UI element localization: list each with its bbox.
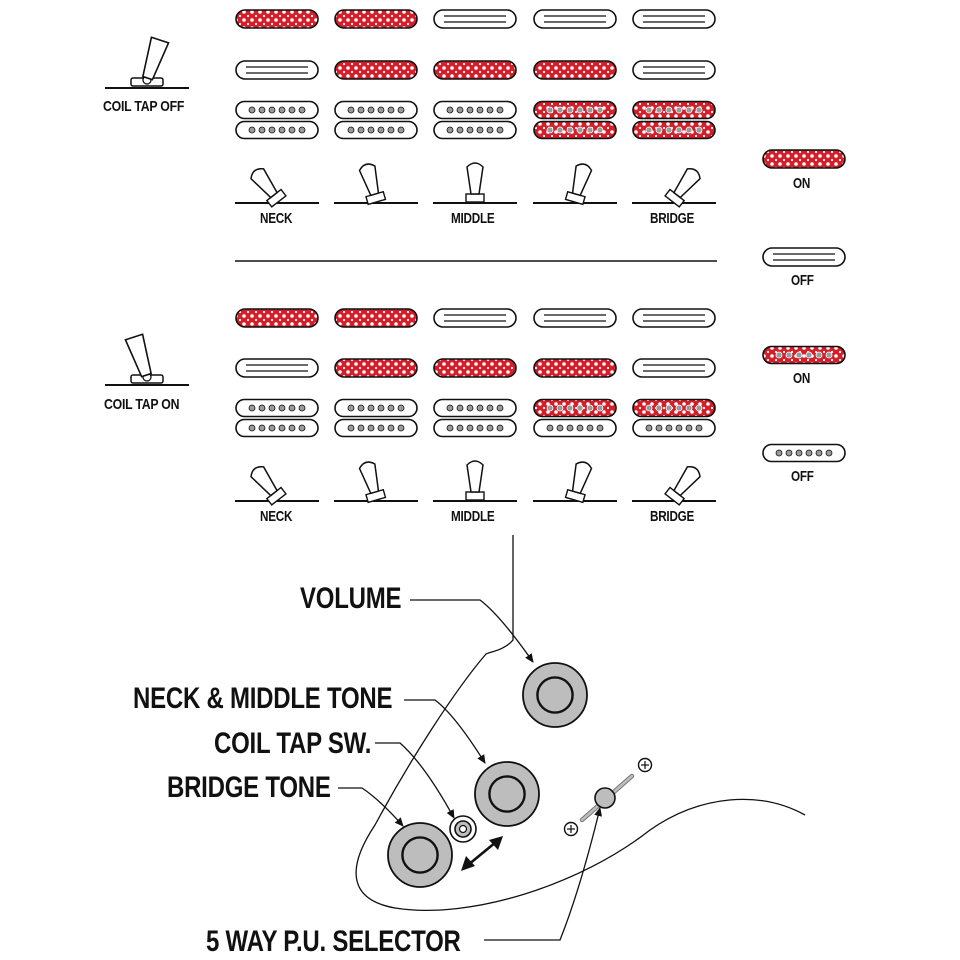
neck-middle-tone-knob <box>474 761 540 827</box>
legend-humbucker-off-label: OFF <box>791 468 814 485</box>
selector-leader-arrow <box>484 807 602 941</box>
coil-tap-on-label: COIL TAP ON <box>104 396 180 413</box>
neck-pickup <box>533 308 617 328</box>
selector-lever-position <box>433 162 517 204</box>
legend-single-off-label: OFF <box>791 272 814 289</box>
middle-pickup <box>235 60 319 80</box>
coil-tap-on-switch-icon <box>105 333 189 386</box>
pickup-table-coil-tap-off <box>235 9 716 208</box>
legend-single-off-swatch <box>762 247 846 267</box>
middle-pickup <box>632 60 716 80</box>
bridge-humbucker-coil <box>334 120 418 140</box>
double-arrow-icon <box>461 836 503 871</box>
middle-pickup <box>433 358 517 378</box>
bridge-humbucker-coil <box>235 398 319 418</box>
volume-knob <box>522 662 588 728</box>
bridge-humbucker-coil <box>334 418 418 438</box>
bridge-humbucker-coil <box>235 120 319 140</box>
legend-single-on-label: ON <box>793 175 811 192</box>
selector-lever-position <box>533 163 617 206</box>
selector-lever-position <box>632 167 716 208</box>
selector-lever-position <box>334 461 418 504</box>
bridge-humbucker-coil <box>433 100 517 120</box>
guitar-body-outline <box>355 535 806 911</box>
coil-tap-switch-label: COIL TAP SW. <box>214 727 372 760</box>
neck-pickup <box>433 9 517 29</box>
bridge-humbucker-coil <box>632 120 716 140</box>
coil-tap-off-switch-icon <box>105 36 189 89</box>
bridge-position-label-2: BRIDGE <box>650 508 695 525</box>
bridge-humbucker-coil <box>632 100 716 120</box>
neck-pickup <box>334 308 418 328</box>
neck-pickup <box>334 9 418 29</box>
middle-pickup <box>334 60 418 80</box>
bridge-humbucker-coil <box>334 398 418 418</box>
five-way-selector <box>563 757 653 837</box>
middle-position-label: MIDDLE <box>451 210 495 227</box>
bridge-position-label: BRIDGE <box>650 210 695 227</box>
volume-leader-arrow <box>410 599 534 663</box>
neck-pickup <box>235 308 319 328</box>
middle-pickup <box>433 60 517 80</box>
middle-pickup <box>632 358 716 378</box>
bridge-humbucker-coil <box>632 398 716 418</box>
legend-humbucker-off-swatch <box>762 443 846 463</box>
bridge-humbucker-coil <box>433 398 517 418</box>
pickup-table-coil-tap-on <box>235 308 716 506</box>
middle-pickup <box>334 358 418 378</box>
neck-position-label-2: NECK <box>260 508 293 525</box>
bridge-humbucker-coil <box>334 100 418 120</box>
selector-lever-position <box>235 167 319 208</box>
bridge-humbucker-coil <box>235 418 319 438</box>
middle-position-label-2: MIDDLE <box>451 508 495 525</box>
neck-position-label: NECK <box>260 210 293 227</box>
coil-tap-off-label: COIL TAP OFF <box>103 98 185 115</box>
bridge-humbucker-coil <box>533 100 617 120</box>
bridge-humbucker-coil <box>533 398 617 418</box>
neck-pickup <box>632 308 716 328</box>
pickup-selector-label: 5 WAY P.U. SELECTOR <box>206 925 461 958</box>
neck-middle-tone-label: NECK & MIDDLE TONE <box>133 682 393 715</box>
middle-pickup <box>533 358 617 378</box>
neck-middle-tone-leader-arrow <box>404 699 486 764</box>
bridge-tone-leader-arrow <box>338 787 404 827</box>
middle-pickup <box>533 60 617 80</box>
legend-single-on-swatch <box>762 149 846 169</box>
neck-pickup <box>533 9 617 29</box>
neck-pickup <box>235 9 319 29</box>
selector-lever-position <box>433 460 517 502</box>
coil-tap-switch-knob <box>449 815 477 843</box>
middle-pickup <box>235 358 319 378</box>
bridge-humbucker-coil <box>433 418 517 438</box>
bridge-humbucker-coil <box>235 100 319 120</box>
legend-humbucker-on-swatch <box>762 345 846 365</box>
selector-lever-position <box>334 163 418 206</box>
selector-lever-position <box>533 461 617 504</box>
neck-pickup <box>433 308 517 328</box>
bridge-humbucker-coil <box>533 418 617 438</box>
legend-humbucker-on-label: ON <box>793 370 811 387</box>
coil-tap-switch-leader-arrow <box>375 742 455 819</box>
selector-lever-position <box>235 465 319 506</box>
neck-pickup <box>632 9 716 29</box>
bridge-tone-label: BRIDGE TONE <box>167 771 331 804</box>
volume-label: VOLUME <box>300 582 402 615</box>
bridge-humbucker-coil <box>533 120 617 140</box>
bridge-humbucker-coil <box>632 418 716 438</box>
bridge-tone-knob <box>387 822 453 888</box>
bridge-humbucker-coil <box>433 120 517 140</box>
selector-lever-position <box>632 465 716 506</box>
